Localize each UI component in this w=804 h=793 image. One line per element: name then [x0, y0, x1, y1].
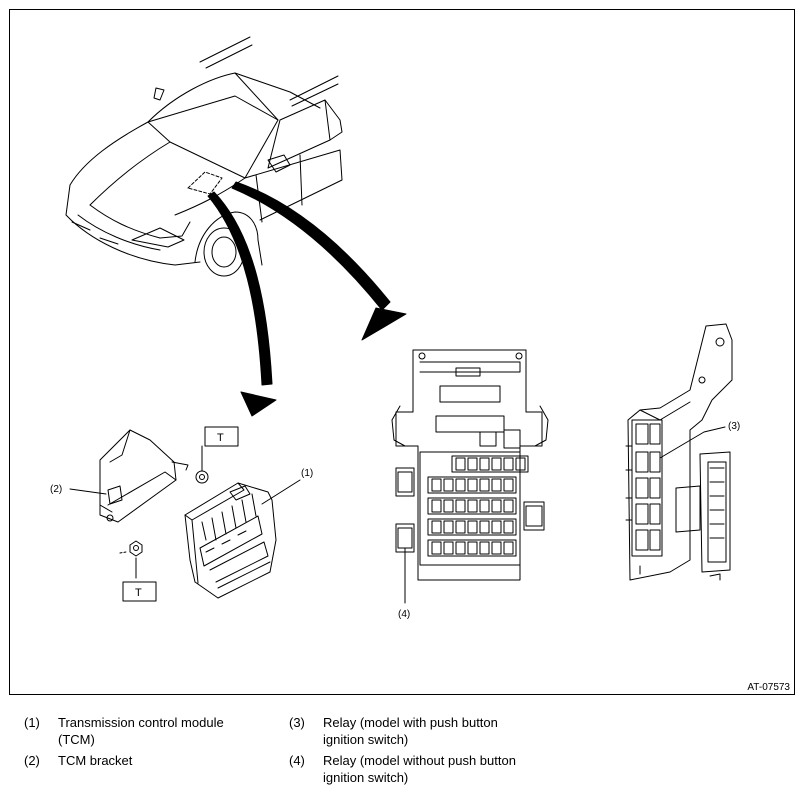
- fuse-slot: [503, 478, 514, 492]
- fuse-slot: [431, 520, 442, 534]
- fuse-row: [451, 455, 529, 473]
- legend-number: (1): [24, 715, 40, 730]
- leader-lines: [69, 426, 726, 604]
- fuse-slot: [443, 499, 454, 513]
- fuse-slot: [491, 478, 502, 492]
- fuse-slot: [467, 520, 478, 534]
- fuse-slot: [503, 499, 514, 513]
- nut-bottom: [119, 540, 143, 557]
- legend-text: TCM bracket: [58, 753, 133, 768]
- arrow-to-fusebox: [231, 181, 407, 341]
- fuse-slot: [455, 520, 466, 534]
- fuse-row: [427, 476, 517, 494]
- fuse-slot: [443, 541, 454, 555]
- legend-number: (4): [289, 753, 305, 768]
- fuse-row: [427, 497, 517, 515]
- torque-box-bottom: [122, 581, 157, 602]
- callout-1: (1): [301, 468, 313, 479]
- fuse-slot: [431, 541, 442, 555]
- legend-number: (2): [24, 753, 40, 768]
- diagram-artwork: (1) (2) (3) (4) T T: [50, 36, 740, 620]
- car-illustration: [65, 36, 343, 277]
- fuse-slot: [455, 541, 466, 555]
- torque-label-bottom: T: [135, 587, 142, 599]
- legend-text: Transmission control module (TCM): [58, 715, 224, 747]
- fuse-slot: [479, 478, 490, 492]
- fuse-slot: [467, 499, 478, 513]
- fuse-slot: [455, 457, 466, 471]
- legend-text: Relay (model without push button ignitio…: [323, 753, 516, 785]
- tcm-module: [184, 482, 277, 599]
- fuse-slot: [515, 457, 526, 471]
- fuse-slot: [443, 478, 454, 492]
- diagram-frame: [9, 9, 795, 695]
- fuse-slot: [503, 520, 514, 534]
- fuse-slot: [491, 541, 502, 555]
- fuse-slot: [431, 478, 442, 492]
- legend-text: Relay (model with push button ignition s…: [323, 715, 498, 747]
- fuse-slot: [479, 520, 490, 534]
- fuse-slot: [491, 499, 502, 513]
- fuse-slot: [479, 457, 490, 471]
- fuse-slot: [467, 478, 478, 492]
- fuse-slot: [503, 457, 514, 471]
- relay-bracket: [625, 323, 733, 581]
- fuse-slot: [491, 457, 502, 471]
- fuse-slot: [479, 499, 490, 513]
- callout-4: (4): [398, 609, 410, 620]
- fuse-box: [391, 349, 549, 581]
- fuse-slot: [467, 541, 478, 555]
- fuse-slot: [431, 499, 442, 513]
- torque-box-top: [204, 426, 239, 447]
- fuse-slot: [503, 541, 514, 555]
- fuse-rows: [427, 455, 529, 557]
- fuse-slot: [491, 520, 502, 534]
- tcm-bracket: [99, 429, 189, 523]
- nut-top: [195, 470, 209, 484]
- fuse-row: [427, 518, 517, 536]
- fuse-slot: [455, 499, 466, 513]
- callout-2: (2): [50, 484, 62, 495]
- fuse-row: [427, 539, 517, 557]
- fuse-slot: [443, 520, 454, 534]
- fuse-slot: [455, 478, 466, 492]
- fuse-slot: [467, 457, 478, 471]
- torque-label-top: T: [217, 432, 224, 444]
- figure-id: AT-07573: [747, 682, 790, 693]
- fuse-slot: [479, 541, 490, 555]
- callout-3: (3): [728, 421, 740, 432]
- legend-number: (3): [289, 715, 305, 730]
- arrow-to-tcm: [207, 191, 277, 417]
